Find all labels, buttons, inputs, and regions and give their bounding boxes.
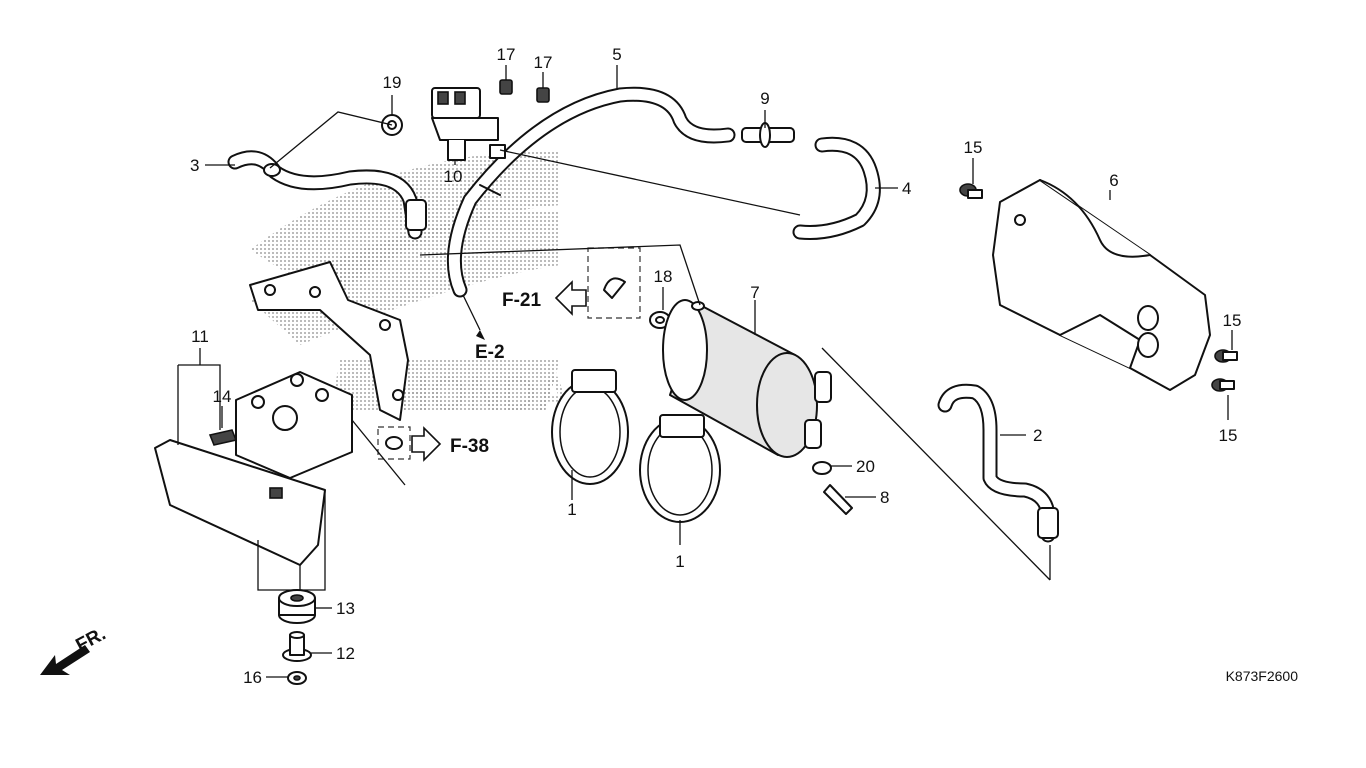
callout-1-a: 1: [567, 500, 576, 519]
callout-14: 14: [213, 387, 232, 406]
canister-stay[interactable]: [249, 261, 409, 421]
f21-arrow: [554, 280, 587, 316]
callout-18: 18: [654, 267, 673, 286]
callout-7: 7: [750, 283, 759, 302]
clamp-18[interactable]: [649, 311, 671, 329]
watermark-text: HONDA: [395, 368, 571, 421]
callout-15-b: 15: [1223, 311, 1242, 330]
hose-4[interactable]: [792, 136, 881, 240]
label-14[interactable]: [208, 429, 238, 446]
clip-20[interactable]: [812, 461, 832, 475]
joint-9[interactable]: [741, 122, 795, 148]
hose-2[interactable]: [937, 383, 1059, 543]
band-1-a[interactable]: [551, 369, 629, 485]
hose-3[interactable]: [227, 150, 427, 240]
callout-5: 5: [612, 45, 621, 64]
canister-7[interactable]: [662, 299, 832, 458]
solenoid-valve-10[interactable]: [431, 87, 506, 161]
nut-16[interactable]: [287, 671, 307, 685]
bracket-11[interactable]: [154, 371, 353, 566]
band-1-b[interactable]: [639, 414, 721, 523]
grommet-13[interactable]: [278, 589, 316, 624]
bolt-17-a[interactable]: [499, 79, 513, 95]
callout-3: 3: [190, 156, 199, 175]
callout-10: 10: [444, 167, 463, 186]
bolt-15-c[interactable]: [1211, 378, 1235, 392]
clip-f21[interactable]: [587, 247, 641, 319]
leader-lines: [177, 65, 1233, 678]
f38-arrow: [411, 426, 442, 462]
callout-19: 19: [383, 73, 402, 92]
canister-cover-6[interactable]: [992, 179, 1211, 391]
callout-4: 4: [902, 179, 911, 198]
diagram-code: K873F2600: [1226, 668, 1299, 684]
callout-15-c: 15: [1219, 426, 1238, 445]
e2-arrow: [476, 330, 485, 340]
callout-11: 11: [191, 327, 209, 346]
front-arrow: [40, 645, 90, 675]
bolt-15-b[interactable]: [1214, 349, 1238, 363]
bolt-15-a[interactable]: [959, 183, 983, 199]
bolt-17-b[interactable]: [536, 87, 550, 103]
callout-1-b: 1: [675, 552, 684, 571]
hose-5[interactable]: [446, 86, 736, 298]
callout-9: 9: [760, 89, 769, 108]
ref-f21[interactable]: F-21: [502, 290, 542, 311]
tube-8[interactable]: [823, 484, 853, 515]
ref-f38[interactable]: F-38: [450, 436, 489, 457]
callout-15-a: 15: [964, 138, 983, 157]
callout-8: 8: [880, 488, 889, 507]
callout-20: 20: [856, 457, 875, 476]
collar-12[interactable]: [282, 631, 312, 662]
callout-2: 2: [1033, 426, 1042, 445]
ref-e2[interactable]: E-2: [475, 342, 505, 363]
callout-13: 13: [336, 599, 355, 618]
callout-6: 6: [1109, 171, 1118, 190]
callout-12: 12: [336, 644, 355, 663]
clip-f38[interactable]: [377, 426, 411, 460]
callout-17-b: 17: [534, 53, 553, 72]
callout-16: 16: [243, 668, 262, 687]
callout-17-a: 17: [497, 45, 516, 64]
